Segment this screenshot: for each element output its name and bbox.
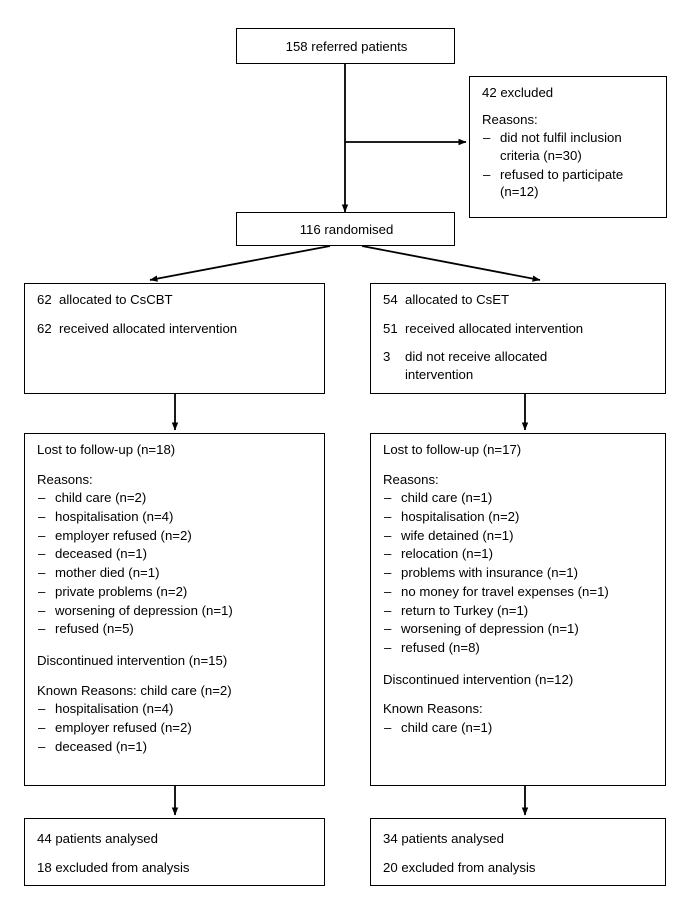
allocation-left-row: 62 allocated to CsCBT [37, 292, 173, 307]
list-item: –private problems (n=2) [38, 583, 188, 599]
list-item: –refused (n=8) [384, 639, 480, 655]
node-allocation-left: 62 allocated to CsCBT 62 received alloca… [24, 283, 325, 394]
dash-bullet-icon: – [384, 621, 392, 637]
excluded-reasons-list: –did not fulfil inclusion criteria (n=30… [482, 129, 656, 201]
dash-bullet-icon: – [483, 130, 491, 146]
list-item: –employer refused (n=2) [38, 527, 192, 543]
node-randomised: 116 randomised [236, 212, 455, 246]
list-item: –problems with insurance (n=1) [384, 565, 579, 581]
dash-bullet-icon: – [384, 639, 392, 655]
dash-bullet-icon: – [38, 527, 46, 543]
node-allocation-right: 54 allocated to CsET 51 received allocat… [370, 283, 666, 394]
allocation-right-row: 51 received allocated intervention [383, 320, 584, 336]
followup-left-known-reasons-list: –hospitalisation (n=4) –employer refused… [37, 700, 314, 755]
spacer [383, 658, 655, 671]
followup-right-reasons-list: –child care (n=1) –hospitalisation (n=2)… [383, 489, 655, 656]
dash-bullet-icon: – [384, 583, 392, 599]
node-analysed-right: 34 patients analysed 20 excluded from an… [370, 818, 666, 886]
excluded-reasons-label: Reasons: [482, 111, 538, 127]
list-item: –no money for travel expenses (n=1) [384, 583, 609, 599]
dash-bullet-icon: – [483, 166, 491, 182]
dash-bullet-icon: – [38, 621, 46, 637]
followup-right-known-reasons-list: –child care (n=1) [383, 719, 655, 737]
node-analysed-left: 44 patients analysed 18 excluded from an… [24, 818, 325, 886]
dash-bullet-icon: – [38, 583, 46, 599]
followup-left-known-reasons-label: Known Reasons: child care (n=2) [37, 682, 232, 698]
analysed-right-line: 34 patients analysed [383, 831, 504, 846]
list-item: –hospitalisation (n=4) [38, 701, 174, 717]
dash-bullet-icon: – [384, 527, 392, 543]
analysed-right-line: 20 excluded from analysis [383, 859, 536, 875]
connector-randomised-to-alloc-right [361, 245, 541, 282]
analysed-left-line: 18 excluded from analysis [37, 859, 190, 875]
followup-left-discontinued: Discontinued intervention (n=15) [37, 652, 228, 668]
followup-left-reasons-label: Reasons: [37, 471, 93, 487]
node-followup-left: Lost to follow-up (n=18) Reasons: –child… [24, 433, 325, 786]
node-excluded: 42 excluded Reasons: –did not fulfil inc… [469, 76, 667, 218]
dash-bullet-icon: – [38, 565, 46, 581]
node-referred-patients: 158 referred patients [236, 28, 455, 64]
dash-bullet-icon: – [38, 719, 46, 735]
dash-bullet-icon: – [384, 490, 392, 506]
referred-label: 158 referred patients [285, 38, 408, 54]
list-item: –relocation (n=1) [384, 546, 493, 562]
followup-right-reasons-label: Reasons: [383, 471, 439, 487]
connector-randomised-to-alloc-left [149, 245, 331, 282]
list-item: –did not fulfil inclusion criteria (n=30… [483, 130, 622, 164]
list-item: –worsening of depression (n=1) [38, 602, 233, 618]
list-item: –child care (n=2) [38, 490, 147, 506]
followup-right-heading: Lost to follow-up (n=17) [383, 442, 522, 457]
list-item: –return to Turkey (n=1) [384, 602, 529, 618]
allocation-right-row: 3 did not receive allocated intervention [383, 349, 548, 383]
list-item: –wife detained (n=1) [384, 527, 514, 543]
list-item: –worsening of depression (n=1) [384, 621, 579, 637]
list-item: –refused (n=5) [38, 621, 134, 637]
list-item: –employer refused (n=2) [38, 719, 192, 735]
dash-bullet-icon: – [38, 701, 46, 717]
list-item: –hospitalisation (n=2) [384, 509, 520, 525]
dash-bullet-icon: – [38, 509, 46, 525]
dash-bullet-icon: – [384, 565, 392, 581]
followup-right-discontinued: Discontinued intervention (n=12) [383, 671, 574, 687]
allocation-right-row: 54 allocated to CsET [383, 292, 510, 307]
dash-bullet-icon: – [38, 738, 46, 754]
allocation-left-row: 62 received allocated intervention [37, 320, 238, 336]
dash-bullet-icon: – [384, 509, 392, 525]
dash-bullet-icon: – [38, 602, 46, 618]
spacer [37, 639, 314, 652]
analysed-left-line: 44 patients analysed [37, 831, 158, 846]
excluded-heading: 42 excluded [482, 85, 554, 100]
followup-right-known-reasons-label: Known Reasons: [383, 701, 483, 717]
dash-bullet-icon: – [384, 602, 392, 618]
dash-bullet-icon: – [38, 546, 46, 562]
list-item: –refused to participate (n=12) [483, 166, 624, 200]
dash-bullet-icon: – [384, 719, 392, 735]
followup-left-reasons-list: –child care (n=2) –hospitalisation (n=4)… [37, 489, 314, 638]
node-followup-right: Lost to follow-up (n=17) Reasons: –child… [370, 433, 666, 786]
list-item: –deceased (n=1) [38, 738, 148, 754]
followup-left-heading: Lost to follow-up (n=18) [37, 442, 176, 457]
list-item: –child care (n=1) [384, 490, 493, 506]
randomised-label: 116 randomised [299, 221, 394, 237]
dash-bullet-icon: – [384, 546, 392, 562]
dash-bullet-icon: – [38, 490, 46, 506]
list-item: –deceased (n=1) [38, 546, 148, 562]
list-item: –hospitalisation (n=4) [38, 509, 174, 525]
list-item: –mother died (n=1) [38, 565, 160, 581]
list-item: –child care (n=1) [384, 719, 493, 735]
